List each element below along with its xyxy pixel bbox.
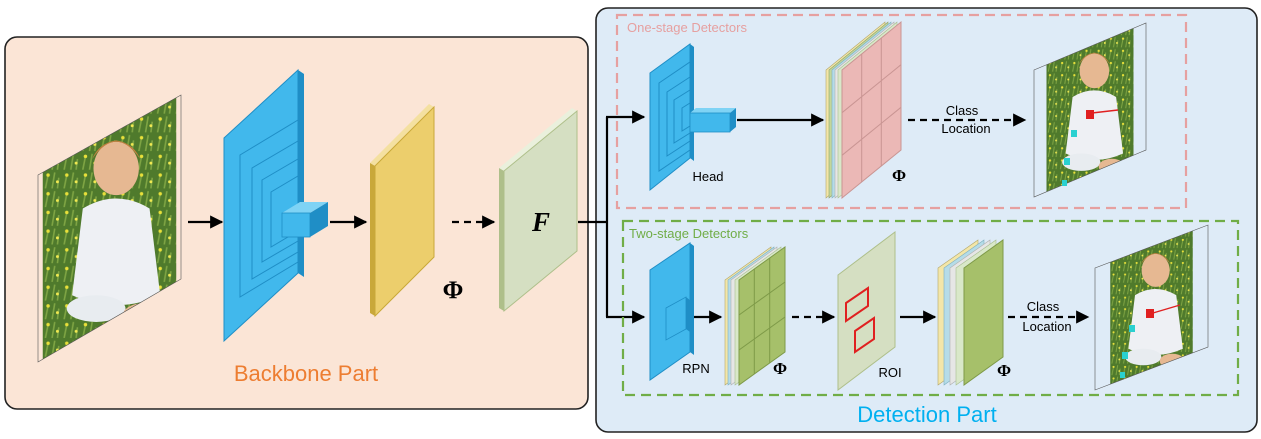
backbone-conv-stack (223, 68, 328, 343)
detection-mark (1120, 372, 1125, 378)
one-stage-output-image (1033, 22, 1147, 198)
two-stage-phi-symbol-2: Φ (997, 361, 1011, 380)
two-stage-detectors-box: Two-stage Detectors RPN Φ (621, 219, 1240, 397)
two-stage-location-label: Location (1022, 319, 1071, 334)
detection-panel: One-stage Detectors Head (578, 7, 1258, 433)
backbone-panel: Φ F Backbone Part (4, 36, 589, 410)
rpn-label: RPN (682, 361, 709, 376)
backbone-feature-map (370, 104, 435, 318)
detection-mark (1152, 304, 1181, 314)
roi-label: ROI (878, 365, 901, 380)
one-stage-title: One-stage Detectors (627, 20, 747, 35)
two-stage-phi-symbol-1: Φ (773, 359, 787, 378)
roi-panel (837, 230, 896, 392)
two-stage-feature-grid (724, 246, 786, 386)
one-stage-location-label: Location (941, 121, 990, 136)
branch-connector (578, 110, 646, 324)
backbone-part-title: Backbone Part (234, 361, 378, 386)
one-stage-detectors-box: One-stage Detectors Head (615, 13, 1188, 210)
two-stage-output-image (1094, 224, 1209, 391)
one-stage-class-label: Class (946, 103, 979, 118)
detection-mark (1091, 109, 1119, 114)
detection-mark (1071, 130, 1077, 137)
detection-mark (1064, 158, 1070, 165)
head-conv-stack (649, 43, 736, 192)
detection-mark (1086, 110, 1094, 119)
detection-mark (1122, 352, 1128, 359)
two-stage-title: Two-stage Detectors (629, 226, 749, 241)
head-label: Head (692, 169, 723, 184)
roi-box-2 (854, 316, 875, 354)
backbone-phi-symbol: Φ (443, 277, 464, 304)
detection-mark (1062, 180, 1067, 186)
feature-F-label: F (531, 207, 550, 237)
detection-mark (1146, 309, 1154, 318)
one-stage-phi-symbol: Φ (892, 166, 906, 185)
roi-box-1 (845, 286, 869, 323)
two-stage-class-label: Class (1027, 299, 1060, 314)
input-image (37, 94, 182, 363)
one-stage-feature-grid (825, 20, 902, 200)
detection-mark (1129, 325, 1135, 332)
detection-part-title: Detection Part (857, 402, 996, 427)
rpn-block (649, 242, 694, 381)
feature-F-map (499, 108, 578, 313)
two-stage-final-stack (937, 239, 1004, 386)
